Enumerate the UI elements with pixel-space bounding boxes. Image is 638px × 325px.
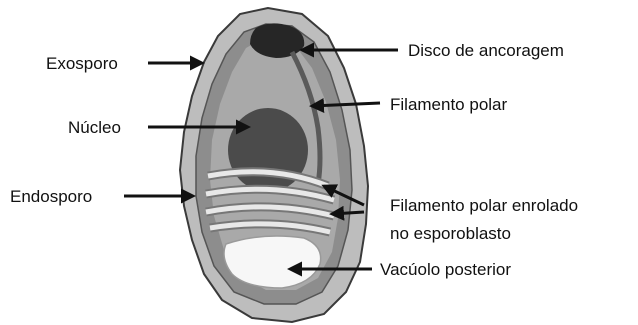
label-nucleo: Núcleo — [68, 118, 121, 137]
label-disco: Disco de ancoragem — [408, 41, 564, 60]
label-exosporo: Exosporo — [46, 54, 118, 73]
label-filamento-polar: Filamento polar — [390, 95, 508, 114]
spore-illustration — [180, 8, 368, 322]
label-endosporo: Endosporo — [10, 187, 92, 206]
label-filamento-enrolado-line2: no esporoblasto — [390, 224, 511, 243]
arrow-filamento-enrolado-bottom — [332, 212, 364, 214]
label-filamento-enrolado-line1: Filamento polar enrolado — [390, 196, 578, 215]
label-vacuolo: Vacúolo posterior — [380, 260, 511, 279]
